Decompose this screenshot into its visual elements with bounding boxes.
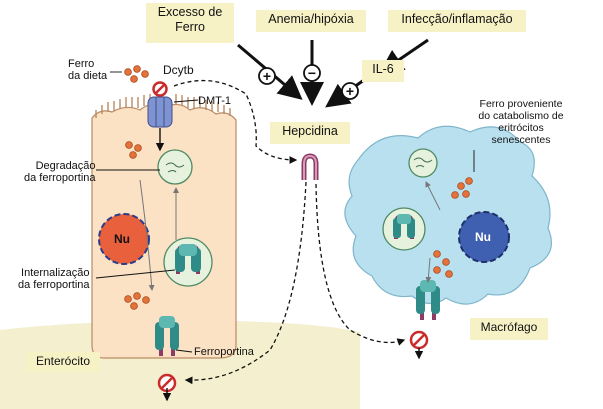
iron-particle-icon — [124, 65, 473, 310]
tissue-background — [0, 320, 360, 409]
factor-infection-inflammation: Infecção/inflamação — [388, 10, 526, 32]
factor-il6: IL-6 — [362, 60, 404, 82]
sign-plus-2: + — [346, 83, 354, 99]
ferroportin-internalization-label: Internalização da ferroportina — [18, 267, 90, 291]
senescent-erythrocyte-iron-label: Ferro proveniente do catabolismo de erit… — [478, 98, 564, 146]
macrophage-ferroportin-icon — [416, 280, 440, 320]
regulation-signs — [258, 64, 359, 100]
ferroportin-label: Ferroportina — [194, 346, 254, 358]
macrophage-vesicle-ferroportin — [393, 214, 415, 239]
ferroportin-degradation-label: Degradação da ferroportina — [24, 160, 96, 184]
enterocyte-nucleus — [98, 213, 150, 265]
dmt1-transporter-icon — [147, 96, 173, 128]
sign-minus: − — [308, 65, 316, 81]
enterocyte-label: Enterócito — [26, 352, 100, 372]
dietary-iron-label: Ferro da dieta — [68, 58, 108, 82]
dcytb-label: Dcytb — [163, 63, 194, 77]
factor-anemia-hypoxia: Anemia/hipóxia — [256, 10, 366, 32]
factor-iron-excess: Excesso de Ferro — [146, 3, 234, 43]
macrophage-label: Macrófago — [470, 318, 548, 340]
hepcidin-icon — [301, 153, 319, 180]
ferroportin-icon — [155, 316, 179, 356]
internalized-ferroportin — [175, 244, 201, 274]
macrophage-cell — [344, 125, 552, 305]
macrophage-nucleus-label: Nu — [475, 230, 491, 244]
dmt1-label: DMT-1 — [198, 95, 231, 107]
macrophage-nucleus — [458, 211, 510, 263]
enterocyte-nucleus-label: Nu — [114, 232, 130, 246]
enterocyte-cell — [91, 94, 237, 359]
hepcidin-label: Hepcidina — [270, 122, 350, 144]
sign-plus-1: + — [263, 68, 271, 84]
